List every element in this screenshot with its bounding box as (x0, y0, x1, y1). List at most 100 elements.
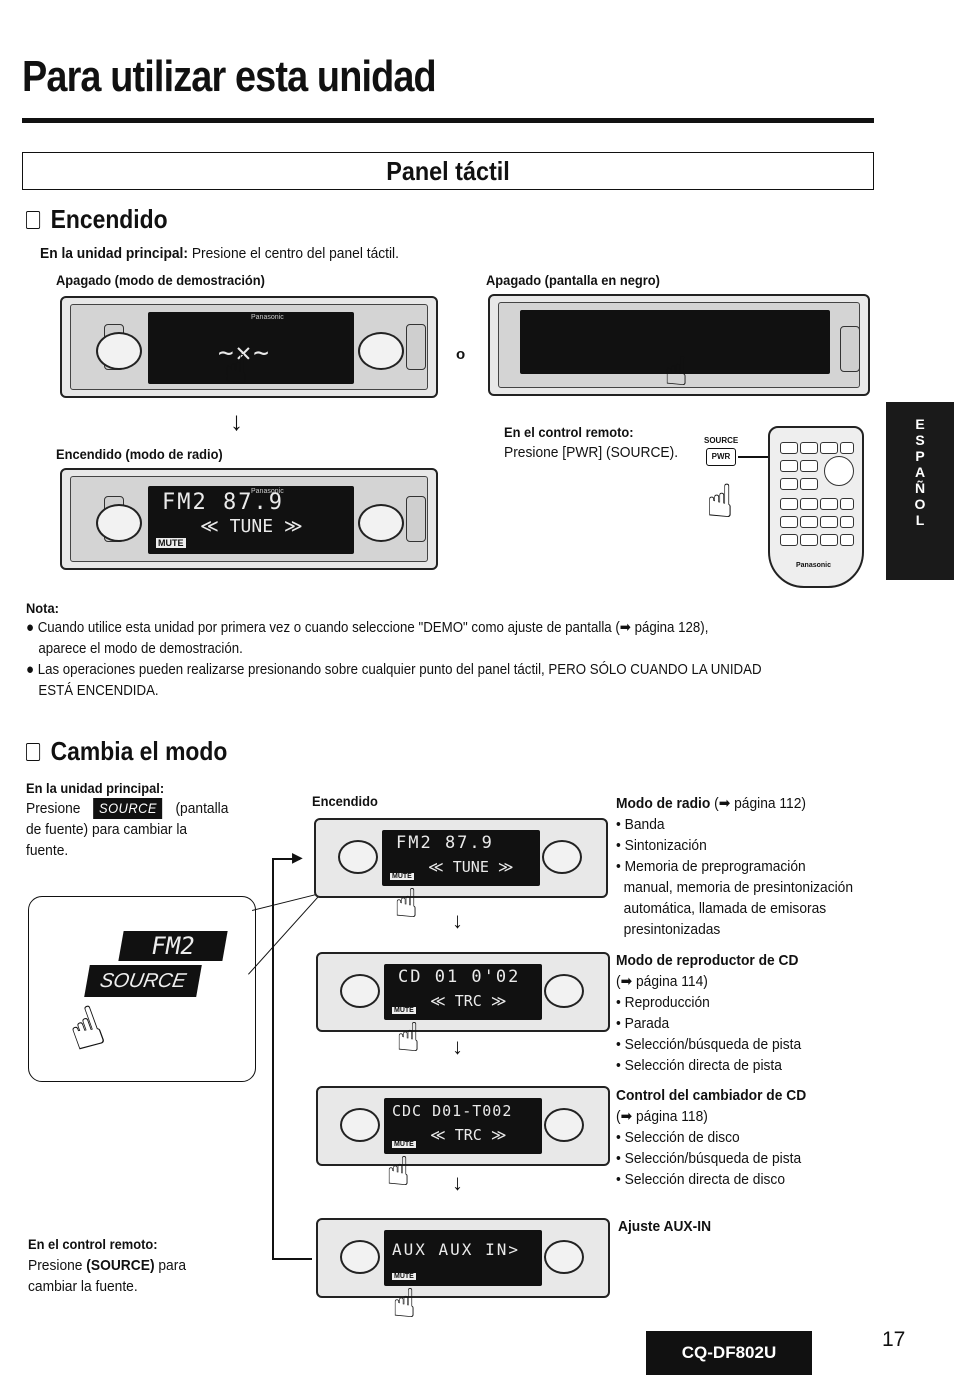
lcd-line2: ≪ TUNE ≫ (200, 516, 303, 537)
lcd-line2: ≪ TRC ≫ (430, 1126, 507, 1144)
lcd-line1: CDC D01-T002 (392, 1102, 513, 1120)
title-rule (22, 118, 874, 123)
knob-left (96, 504, 142, 542)
intro-bold: En la unidad principal: (40, 245, 188, 262)
nota-line: ESTÁ ENCENDIDA. (26, 680, 796, 701)
tab-letter: P (915, 448, 925, 464)
label-radio: Encendido (modo de radio) (56, 446, 223, 462)
mode-cd: Modo de reproductor de CD (➡ página 114)… (616, 950, 817, 1076)
source-small-label: SOURCE (704, 436, 739, 445)
lcd-display: FM2 87.9 ≪ TUNE ≫ MUTE (382, 830, 540, 886)
mode-item: • Selección/búsqueda de pista (616, 1036, 802, 1053)
main-unit-heading: En la unidad principal: (26, 780, 165, 796)
mode-item: • Selección de disco (616, 1129, 740, 1146)
loop-line (272, 858, 274, 1260)
knob-right (542, 840, 582, 874)
remote-button (800, 460, 818, 472)
side-button (840, 326, 860, 372)
arrow-right-icon: ▶ (292, 849, 303, 865)
mode-item: automática, llamada de emisoras (616, 900, 827, 917)
mode-radio: Modo de radio (➡ página 112) • Banda • S… (616, 793, 874, 940)
checkbox-square-icon (26, 742, 41, 761)
mute-indicator: MUTE (392, 1273, 416, 1280)
mode-item: manual, memoria de presintonización (616, 879, 854, 896)
remote-button (840, 442, 854, 454)
mute-indicator: MUTE (392, 1007, 416, 1014)
page-number: 17 (882, 1328, 906, 1351)
section-title: Panel táctil (386, 156, 510, 186)
main-unit-line1: Presione SOURCE (pantalla (26, 798, 228, 819)
menu-button (406, 496, 426, 542)
unit-radio: Panasonic FM2 87.9 ≪ TUNE ≫ MUTE (60, 468, 438, 570)
remote-button (820, 516, 838, 528)
lcd-line1: FM2 87.9 (162, 490, 284, 515)
language-tab: E S P A Ñ O L (886, 402, 954, 580)
mute-indicator: MUTE (390, 873, 414, 880)
arrow-down-icon: ↓ (230, 406, 243, 436)
leader-line (248, 892, 323, 975)
tab-letter: E (915, 416, 925, 432)
remote-line-2: cambiar la fuente. (28, 1278, 138, 1295)
remote-button (780, 460, 798, 472)
unit-display-cdc: CDC D01-T002 ≪ TRC ≫ MUTE (316, 1086, 610, 1166)
intro-text: Presione el centro del panel táctil. (187, 245, 399, 262)
mode-title: Modo de radio (616, 795, 711, 812)
tab-letter: S (915, 432, 925, 448)
unit-demo: Panasonic ~✕~ (60, 296, 438, 398)
mode-title-line: Modo de radio (➡ página 112) (616, 793, 853, 814)
mode-item: • Memoria de preprogramación (616, 858, 806, 875)
inset-lcd-top: FM2 (118, 931, 228, 961)
page-title: Para utilizar esta unidad (22, 52, 437, 101)
mode-item: • Sintonización (616, 837, 707, 854)
pointing-hand-icon: ☝ (224, 348, 249, 392)
tab-letter: A (914, 464, 926, 480)
unit-display-cd: CD 01 0'02 ≪ TRC ≫ MUTE (316, 952, 610, 1032)
mode-item: • Parada (616, 1015, 670, 1032)
unit-black (488, 294, 870, 396)
remote-heading: En el control remoto: (504, 424, 634, 440)
nota-line: aparece el modo de demostración. (26, 638, 796, 659)
remote-line-1: Presione (SOURCE) para (28, 1255, 186, 1276)
tab-letter: Ñ (914, 480, 926, 496)
remote-text-1: Presione (28, 1257, 87, 1274)
main-text-1: (pantalla (175, 800, 229, 817)
brand-text: Panasonic (251, 488, 284, 495)
mode-item: • Selección directa de pista (616, 1057, 782, 1074)
knob-right (544, 1240, 584, 1274)
knob-right (544, 1108, 584, 1142)
mode-item: • Banda (616, 816, 665, 833)
remote-button (780, 516, 798, 528)
demo-graphic: ~✕~ (218, 338, 271, 368)
remote-text-2: para (154, 1257, 187, 1274)
or-text: o (456, 346, 466, 363)
lcd-display: CD 01 0'02 ≪ TRC ≫ MUTE (384, 964, 542, 1020)
mode-title: Modo de reproductor de CD (616, 952, 799, 969)
heading-text: Cambia el modo (50, 736, 228, 766)
arrow-down-icon: ↓ (452, 1170, 463, 1195)
section-box-panel-tactil: Panel táctil (22, 152, 874, 190)
encendido-intro: En la unidad principal: Presione el cent… (40, 243, 399, 264)
remote-brand: Panasonic (796, 562, 832, 569)
mode-ref: (➡ página 118) (616, 1108, 708, 1125)
remote-button (840, 516, 854, 528)
nota-bullet-2: Las operaciones pueden realizarse presio… (37, 661, 762, 678)
lcd-display: CDC D01-T002 ≪ TRC ≫ MUTE (384, 1098, 542, 1154)
remote-button (800, 534, 818, 546)
unit-display-aux: AUX AUX IN> MUTE (316, 1218, 610, 1298)
encendido-label: Encendido (312, 793, 378, 809)
main-unit-line2: de fuente) para cambiar la (26, 821, 188, 838)
mode-items: • Banda • Sintonización • Memoria de pre… (616, 814, 853, 940)
nota-bullet-1: Cuando utilice esta unidad por primera v… (37, 619, 709, 636)
remote-text: Presione [PWR] (SOURCE). (504, 444, 679, 461)
loop-line (272, 1258, 312, 1260)
pwr-button-icon: PWR (706, 448, 736, 466)
remote-button (800, 442, 818, 454)
loop-line (272, 858, 300, 860)
mode-items: • Selección de disco • Selección/búsqued… (616, 1127, 806, 1190)
tab-letter: L (915, 512, 925, 528)
model-badge: CQ-DF802U (646, 1331, 812, 1375)
remote-button (800, 498, 818, 510)
brand-text: Panasonic (251, 314, 284, 321)
arrow-down-icon: ↓ (452, 908, 463, 933)
heading-encendido: Encendido (26, 204, 168, 235)
